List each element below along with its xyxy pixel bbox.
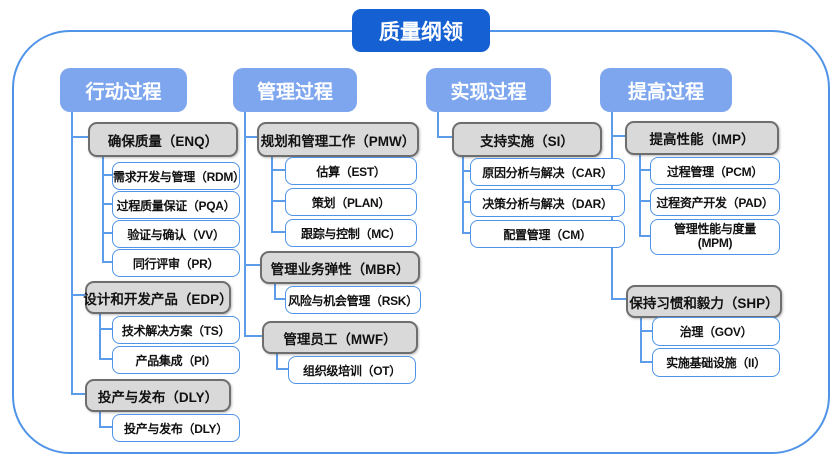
leaf-box-ot: 组织级培训（OT） [288, 356, 416, 384]
leaf-box-pcm: 过程管理（PCM） [650, 157, 780, 185]
connector-line [102, 261, 112, 263]
connector-line [244, 335, 262, 337]
leaf-box-dly: 投产与发布（DLY） [112, 414, 240, 442]
connector-line [640, 330, 652, 332]
connector-line [640, 361, 652, 363]
group-box-edp: 设计和开发产品（EDP） [83, 281, 233, 314]
group-box-imp: 提高性能（IMP） [625, 121, 779, 155]
connector-line [99, 408, 101, 428]
connector-line [274, 280, 276, 300]
connector-line [639, 169, 650, 171]
group-box-si: 支持实施（SI） [452, 122, 602, 157]
leaf-box-rsk: 风险与机会管理（RSK） [285, 286, 421, 314]
column-header-realization-process: 实现过程 [426, 68, 551, 112]
connector-line [639, 151, 641, 237]
column-header-improvement-process: 提高过程 [600, 68, 732, 112]
connector-line [71, 110, 73, 395]
diagram-title: 质量纲领 [352, 9, 490, 52]
connector-line [102, 203, 112, 205]
connector-line [99, 426, 112, 428]
leaf-box-dar: 决策分析与解决（DAR） [470, 189, 625, 217]
leaf-box-gov: 治理（GOV） [652, 317, 780, 346]
group-box-mbr: 管理业务弹性（MBR） [260, 251, 420, 284]
connector-line [71, 294, 85, 296]
leaf-box-pqa: 过程质量保证（PQA） [112, 191, 240, 219]
leaf-box-ts: 技术解决方案（TS） [112, 316, 240, 344]
connector-line [462, 152, 464, 234]
connector-line [244, 136, 257, 138]
leaf-box-ii: 实施基础设施（II） [652, 348, 780, 377]
leaf-box-rdm: 需求开发与管理（RDM） [112, 162, 245, 190]
group-box-pmw: 规划和管理工作（PMW） [257, 122, 419, 157]
connector-line [437, 136, 452, 138]
leaf-box-mpm: 管理性能与度量 (MPM) [650, 219, 780, 255]
leaf-box-est: 估算（EST） [285, 157, 417, 185]
connector-line [271, 231, 285, 233]
connector-line [639, 235, 650, 237]
connector-line [639, 200, 650, 202]
connector-line [102, 152, 104, 263]
group-box-enq: 确保质量（ENQ） [88, 122, 238, 157]
connector-line [71, 136, 88, 138]
group-box-dly: 投产与发布（DLY） [85, 379, 231, 412]
connector-line [244, 264, 260, 266]
connector-line [611, 298, 626, 300]
leaf-box-pad: 过程资产开发（PAD） [650, 188, 780, 216]
group-box-shp: 保持习惯和毅力（SHP） [626, 285, 782, 318]
group-box-mwf: 管理员工（MWF） [262, 321, 418, 354]
connector-line [99, 358, 112, 360]
column-header-action-process: 行动过程 [60, 68, 187, 112]
connector-line [244, 110, 246, 337]
connector-line [271, 152, 273, 233]
leaf-box-plan: 策划（PLAN） [285, 188, 417, 216]
leaf-box-vv: 验证与确认（VV） [112, 220, 240, 248]
connector-line [102, 232, 112, 234]
connector-line [71, 393, 85, 395]
connector-line [99, 310, 101, 360]
connector-line [99, 328, 112, 330]
leaf-box-car: 原因分析与解决（CAR） [470, 158, 625, 186]
leaf-box-pi: 产品集成（PI） [112, 346, 240, 374]
connector-line [271, 169, 285, 171]
leaf-box-cm: 配置管理（CM） [470, 220, 625, 248]
connector-line [276, 368, 288, 370]
connector-line [462, 201, 470, 203]
leaf-box-mc: 跟踪与控制（MC） [285, 219, 417, 247]
connector-line [437, 110, 439, 137]
connector-line [611, 135, 625, 137]
connector-line [640, 313, 642, 363]
column-header-management-process: 管理过程 [233, 68, 357, 112]
connector-line [276, 350, 278, 370]
connector-line [274, 298, 285, 300]
connector-line [462, 232, 470, 234]
connector-line [462, 170, 470, 172]
connector-line [102, 174, 112, 176]
connector-line [271, 200, 285, 202]
leaf-box-pr: 同行评审（PR） [112, 249, 240, 277]
